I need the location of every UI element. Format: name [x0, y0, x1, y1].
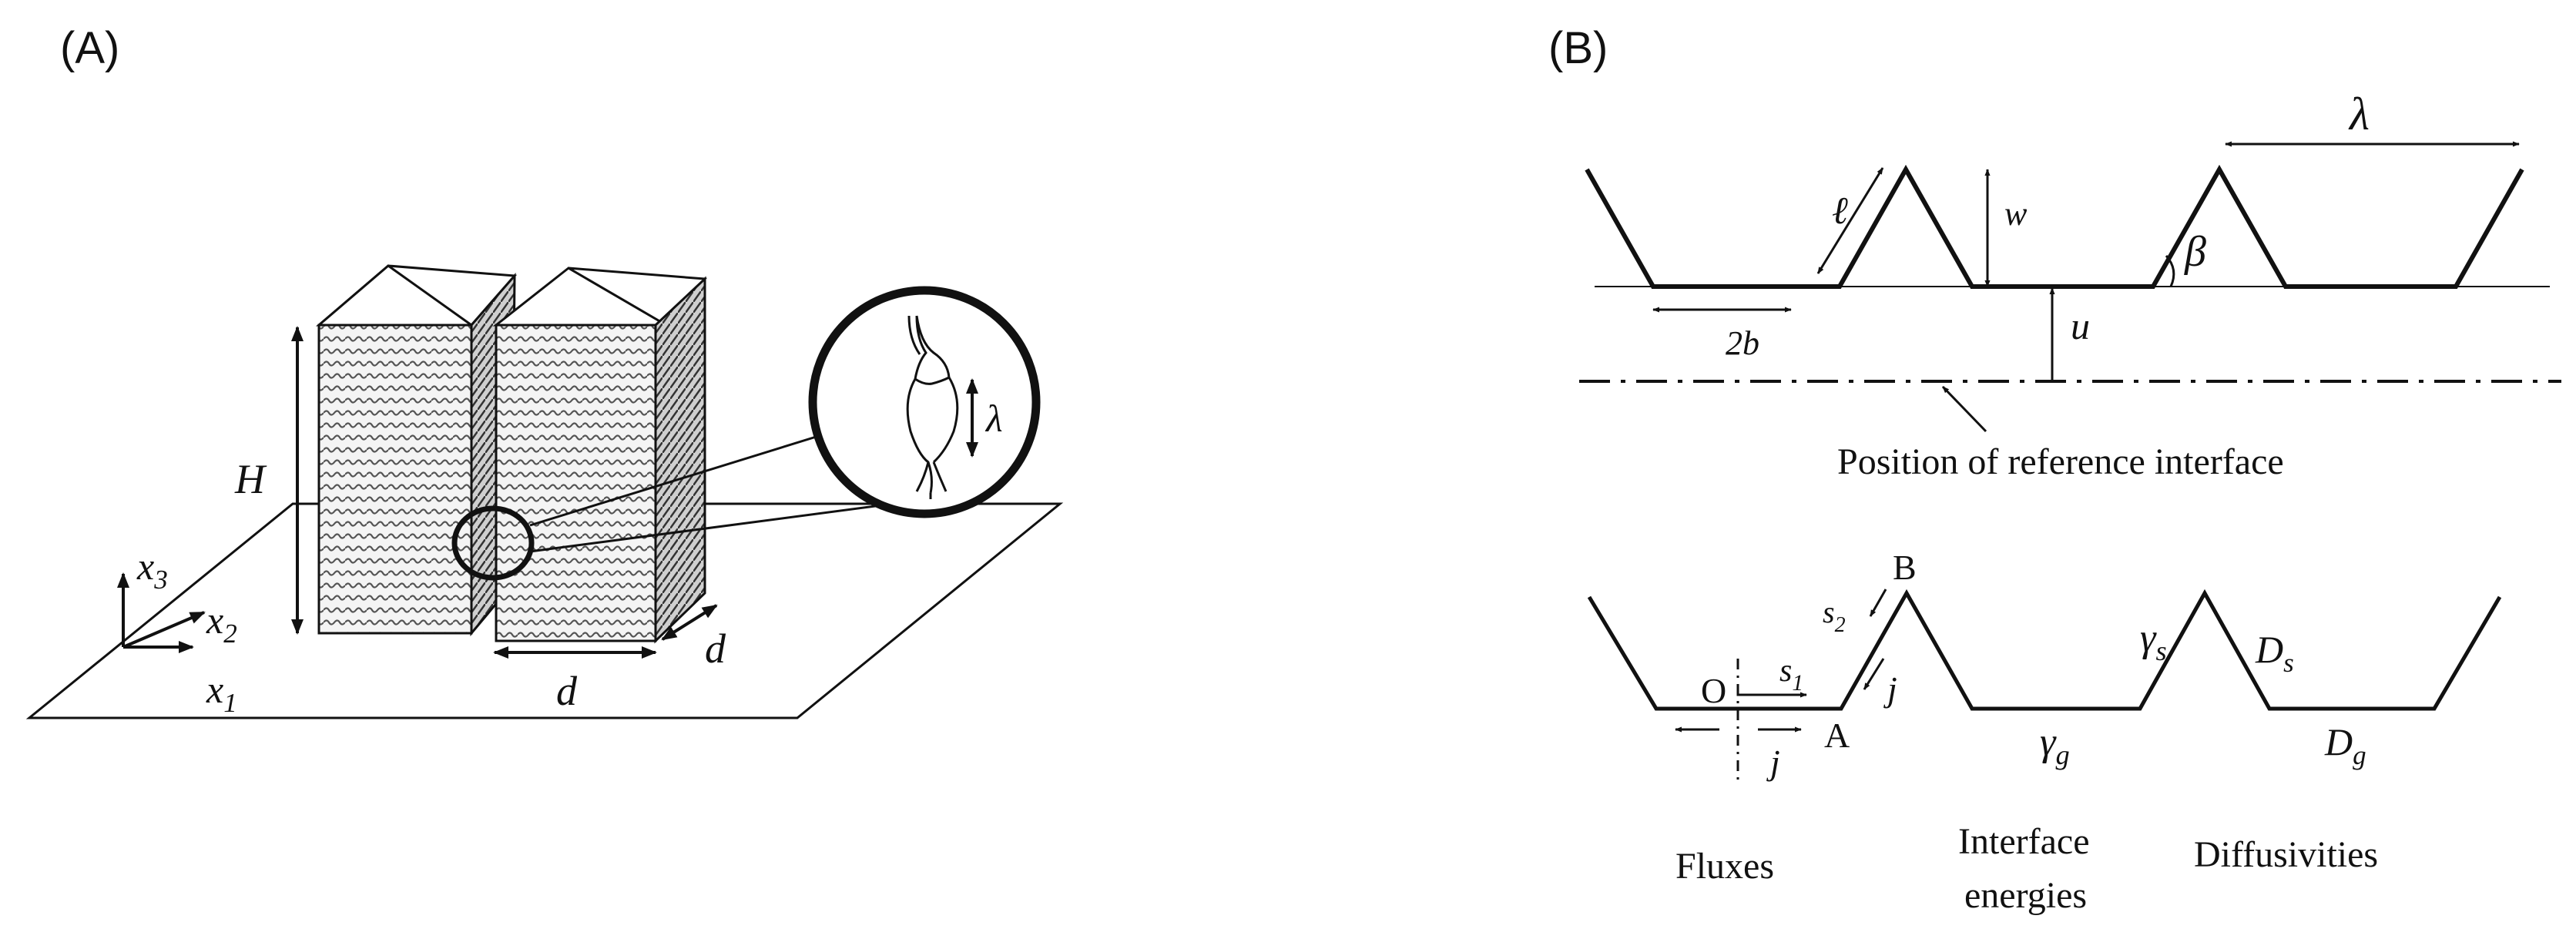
grain-column-right [492, 267, 708, 644]
height-label: H [234, 456, 267, 502]
point-b-label: B [1893, 548, 1917, 587]
d-g-label: Dg [2324, 720, 2366, 770]
bottom-interface-profile [1587, 589, 2502, 711]
flux-j-facet-label: j [1883, 669, 1897, 709]
height-w-label: w [2004, 195, 2028, 233]
gamma-g-label: γg [2040, 720, 2070, 770]
axis-x3-label: x3 [136, 545, 168, 595]
coordinate-axes: x3 x2 x1 [117, 545, 237, 718]
reference-interface-caption: Position of reference interface [1837, 441, 2284, 482]
substrate-plane [25, 502, 1064, 719]
displacement-u-label: u [2071, 304, 2090, 347]
gamma-s-label: γs [2140, 616, 2167, 666]
bottom-profile-diagram: O s1 j A B s2 j γs γg Ds Dg Fluxes Inter… [1587, 548, 2502, 916]
panel-a: (A) x3 x2 x1 H [25, 23, 1064, 719]
boundary-highlight-circle [451, 505, 535, 581]
point-o-label: O [1701, 671, 1726, 710]
flux-j-flat-label: j [1766, 743, 1780, 782]
s2-label: s2 [1823, 595, 1846, 637]
grain-column-left [315, 264, 518, 637]
callout-line-upper [529, 427, 844, 527]
angle-beta-label: β [2184, 228, 2206, 276]
caption-diffusivities: Diffusivities [2194, 834, 2378, 875]
grooved-interface-profile [1585, 164, 2524, 289]
caption-interface-line1: Interface [1958, 821, 2090, 862]
caption-interface-line2: energies [1964, 875, 2087, 916]
width-label: d [556, 668, 578, 714]
callout-line-lower [529, 499, 917, 553]
depth-arrow [661, 604, 718, 641]
panel-a-label: (A) [60, 23, 119, 73]
top-wavelength-label: λ [2348, 89, 2370, 139]
point-a-label: A [1824, 716, 1850, 755]
inset-wavelength-label: λ [984, 397, 1003, 440]
caption-fluxes: Fluxes [1675, 846, 1774, 887]
depth-label: d [705, 625, 726, 672]
axis-x2-label: x2 [206, 599, 237, 649]
s1-label: s1 [1779, 653, 1803, 696]
d-s-label: Ds [2255, 628, 2294, 678]
panel-b-label: (B) [1548, 23, 1608, 73]
inset-zoom: λ [808, 286, 1041, 518]
panel-b: (B) λ ℓ w β 2b u Position o [1548, 23, 2561, 916]
facet-length-label: ℓ [1832, 189, 1848, 232]
axis-x1-label: x1 [206, 668, 237, 718]
flat-width-label: 2b [1726, 324, 1759, 362]
top-profile-diagram: λ ℓ w β 2b u Position of reference inter… [1579, 89, 2561, 482]
